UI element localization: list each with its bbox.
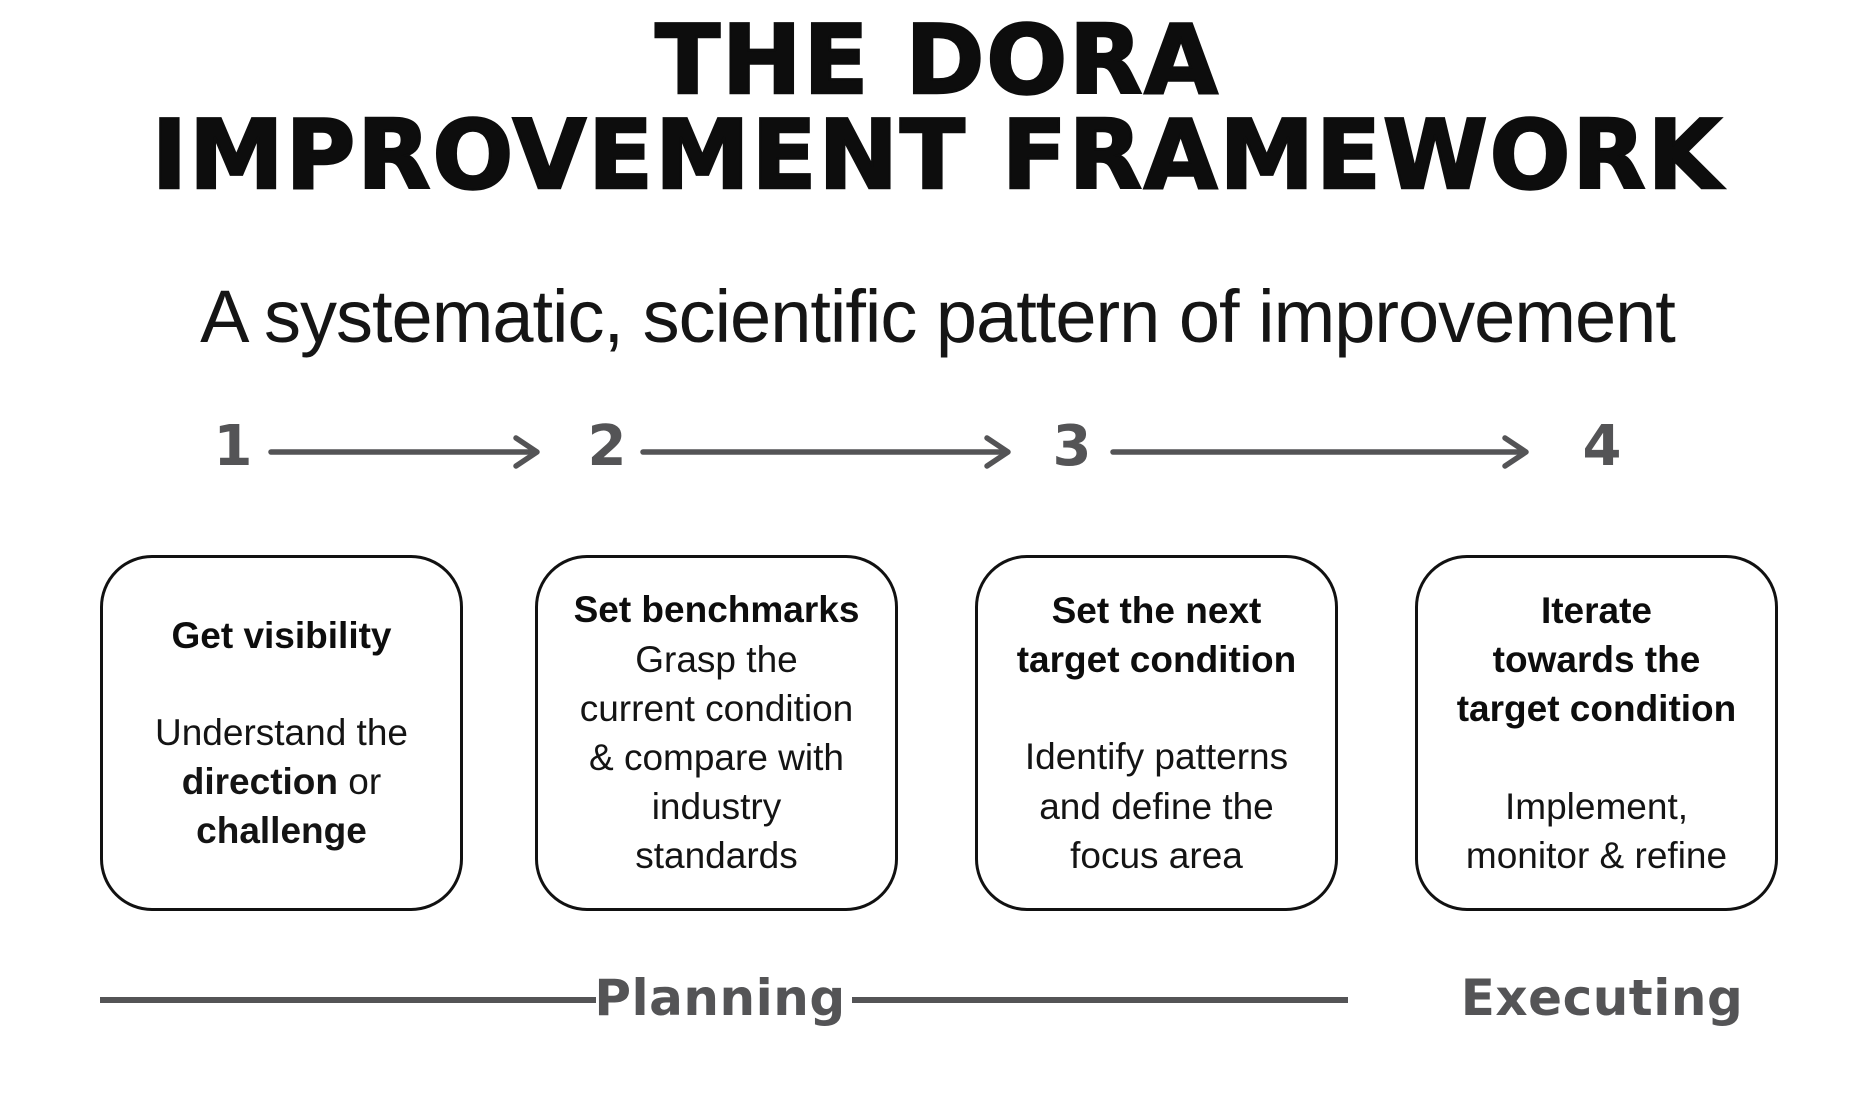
step-card-get-visibility: Get visibility Understand the direction … xyxy=(100,555,463,911)
phase-label-executing: Executing xyxy=(1460,969,1744,1027)
step-card-title: Iterate towards the target condition xyxy=(1456,589,1737,730)
step-number-3: 3 xyxy=(1052,414,1092,479)
step-card-iterate-towards-target: Iterate towards the target condition Imp… xyxy=(1415,555,1778,911)
page-title-line-2: IMPROVEMENT FRAMEWORK xyxy=(151,101,1724,211)
arrow-right-icon xyxy=(268,435,540,469)
step-card-title: Set benchmarks xyxy=(573,589,860,631)
page-title-line-1: THE DORA xyxy=(654,6,1220,116)
step-card-description: Understand the direction or challenge xyxy=(154,711,408,852)
page-subtitle: A systematic, scientific pattern of impr… xyxy=(200,275,1676,358)
step-number-1: 1 xyxy=(213,414,253,479)
step-card-title: Get visibility xyxy=(171,614,392,656)
arrow-right-icon xyxy=(1110,435,1529,469)
step-card-set-benchmarks: Set benchmarks Grasp the current conditi… xyxy=(535,555,898,911)
step-card-description: Identify patterns and define the focus a… xyxy=(1024,736,1289,876)
step-card-description: Grasp the current condition & compare wi… xyxy=(579,638,854,877)
phase-label-planning: Planning xyxy=(594,969,846,1027)
planning-divider-line-right xyxy=(852,997,1348,1003)
step-card-set-next-target-condition: Set the next target condition Identify p… xyxy=(975,555,1338,911)
step-number-2: 2 xyxy=(587,414,627,479)
planning-divider-line-left xyxy=(100,997,596,1003)
arrow-right-icon xyxy=(640,435,1011,469)
step-card-title: Set the next target condition xyxy=(1016,589,1297,681)
page-title: THE DORA IMPROVEMENT FRAMEWORK xyxy=(0,6,1875,211)
step-number-4: 4 xyxy=(1582,414,1622,479)
step-card-description: Implement, monitor & refine xyxy=(1465,785,1728,876)
